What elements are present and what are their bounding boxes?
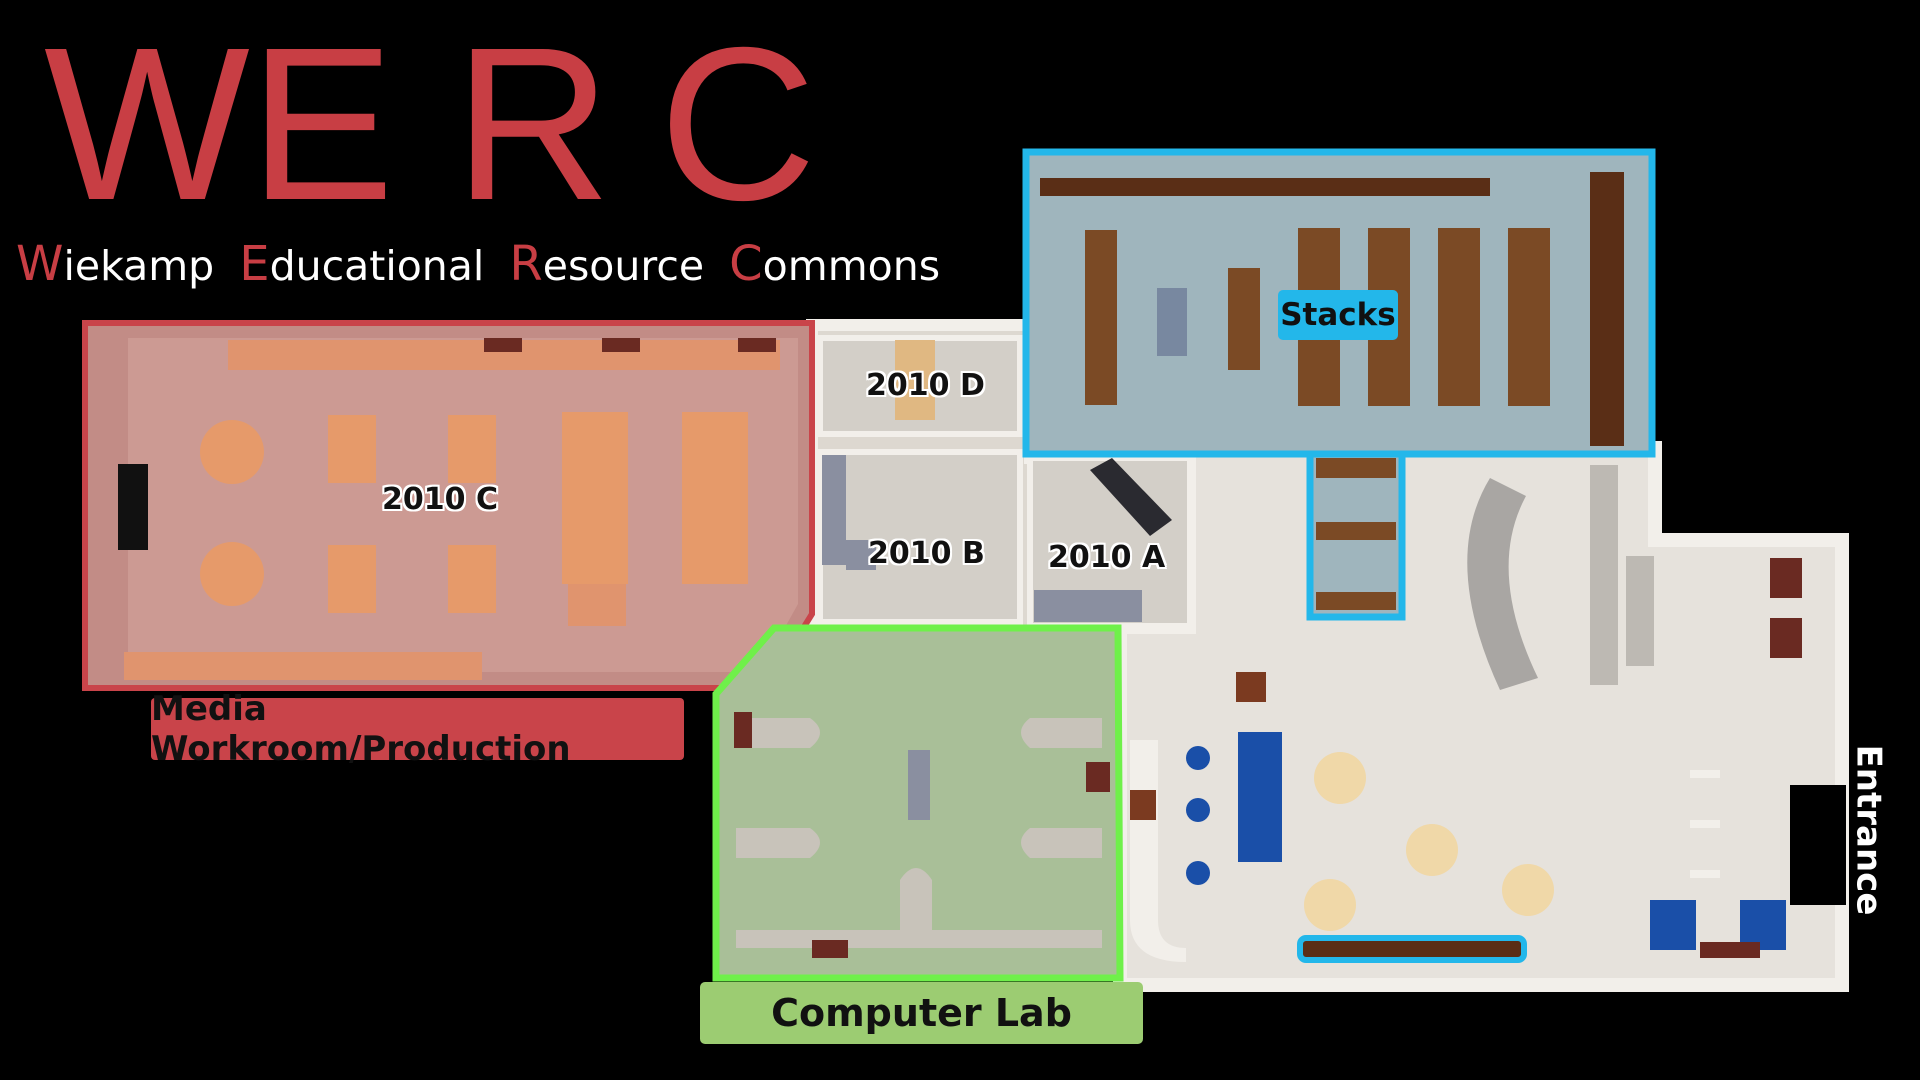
- title-letter-e: E: [249, 3, 395, 246]
- stool: [1186, 798, 1210, 822]
- computer-lab-label: Computer Lab: [700, 982, 1143, 1044]
- room-2010-a-label: 2010 A: [1048, 540, 1166, 575]
- stair-step: [1316, 522, 1396, 540]
- stool: [1186, 746, 1210, 770]
- shelf: [1508, 228, 1550, 406]
- cabinet: [1770, 558, 1802, 598]
- shelf: [1438, 228, 1480, 406]
- desk: [822, 455, 846, 565]
- shelf: [1085, 230, 1117, 405]
- stair-step: [1316, 458, 1396, 478]
- screen: [118, 464, 148, 550]
- lab-desk: [736, 828, 820, 858]
- room-2010-b-label: 2010 B: [868, 536, 985, 571]
- table: [1157, 288, 1187, 356]
- subtitle-bar: Wiekamp Educational Resource Commons: [14, 228, 986, 300]
- round-table: [1406, 824, 1458, 876]
- cabinet: [1086, 762, 1110, 792]
- room-2010-b: [817, 449, 1023, 625]
- cabinet: [484, 338, 522, 352]
- subtitle: Wiekamp Educational Resource Commons: [16, 236, 952, 292]
- stacks-label: Stacks: [1278, 290, 1398, 340]
- round-table: [1304, 879, 1356, 931]
- subtitle-cap: C: [729, 236, 763, 292]
- sofa: [1238, 732, 1282, 862]
- subtitle-word-3: Resource: [509, 236, 705, 292]
- lab-desk: [736, 718, 820, 748]
- room-2010-d-label: 2010 D: [866, 368, 985, 403]
- counter-bottom: [124, 652, 482, 680]
- cabinet: [1770, 618, 1802, 658]
- entrance-opening: [1790, 785, 1846, 905]
- long-table: [568, 584, 626, 626]
- shelf: [1040, 178, 1490, 196]
- lounge-chair: [1650, 900, 1696, 950]
- shelf: [1690, 820, 1720, 828]
- title-letter-c: C: [659, 3, 817, 246]
- round-table: [1502, 864, 1554, 916]
- subtitle-rest: esource: [542, 242, 705, 290]
- shelf: [1228, 268, 1260, 370]
- stool: [1186, 861, 1210, 885]
- lab-desk: [736, 930, 1102, 948]
- shelf: [1590, 172, 1624, 446]
- pillar: [1590, 465, 1618, 685]
- lounge-chair: [1740, 900, 1786, 950]
- shelf: [1690, 770, 1720, 778]
- cabinet: [738, 338, 776, 352]
- shelf: [1690, 870, 1720, 878]
- desk: [1034, 590, 1142, 622]
- subtitle-rest: ommons: [762, 242, 941, 290]
- lab-desk: [1021, 828, 1102, 858]
- subtitle-word-1: Wiekamp: [16, 236, 215, 292]
- subtitle-word-2: Educational: [239, 236, 485, 292]
- subtitle-cap: W: [16, 236, 64, 292]
- table: [448, 415, 496, 483]
- cabinet: [812, 940, 848, 958]
- entrance-label-wrap: Entrance: [1838, 740, 1898, 920]
- cabinet: [1130, 790, 1156, 820]
- table: [328, 415, 376, 483]
- cabinet: [602, 338, 640, 352]
- room-2010-c-label: 2010 C: [382, 482, 498, 517]
- round-table: [1314, 752, 1366, 804]
- table: [328, 545, 376, 613]
- lab-desk: [908, 750, 930, 820]
- subtitle-word-4: Commons: [729, 236, 941, 292]
- subtitle-rest: ducational: [269, 242, 485, 290]
- table: [895, 340, 935, 420]
- lab-desk: [900, 868, 932, 940]
- service-desk: [1467, 478, 1538, 690]
- round-table: [200, 542, 264, 606]
- pillar: [1626, 556, 1654, 666]
- cabinet: [1236, 672, 1266, 702]
- media-workroom-label: Media Workroom/Production: [151, 689, 684, 769]
- desk: [1090, 458, 1172, 536]
- subtitle-rest: iekamp: [63, 242, 215, 290]
- title-letter-r: R: [454, 3, 612, 246]
- subtitle-cap: R: [509, 236, 543, 292]
- long-table: [562, 412, 628, 584]
- table: [448, 545, 496, 613]
- bench: [1297, 935, 1527, 963]
- cabinet: [734, 712, 752, 748]
- stair-step: [1316, 592, 1396, 610]
- long-table: [682, 412, 748, 584]
- media-workroom-floor: [128, 338, 798, 672]
- side-table: [1700, 942, 1760, 958]
- title-letter-w: W: [44, 3, 250, 246]
- desk: [846, 540, 876, 570]
- round-table: [200, 420, 264, 484]
- subtitle-cap: E: [239, 236, 270, 292]
- lab-desk: [1021, 718, 1102, 748]
- entrance-label: Entrance: [1848, 744, 1889, 916]
